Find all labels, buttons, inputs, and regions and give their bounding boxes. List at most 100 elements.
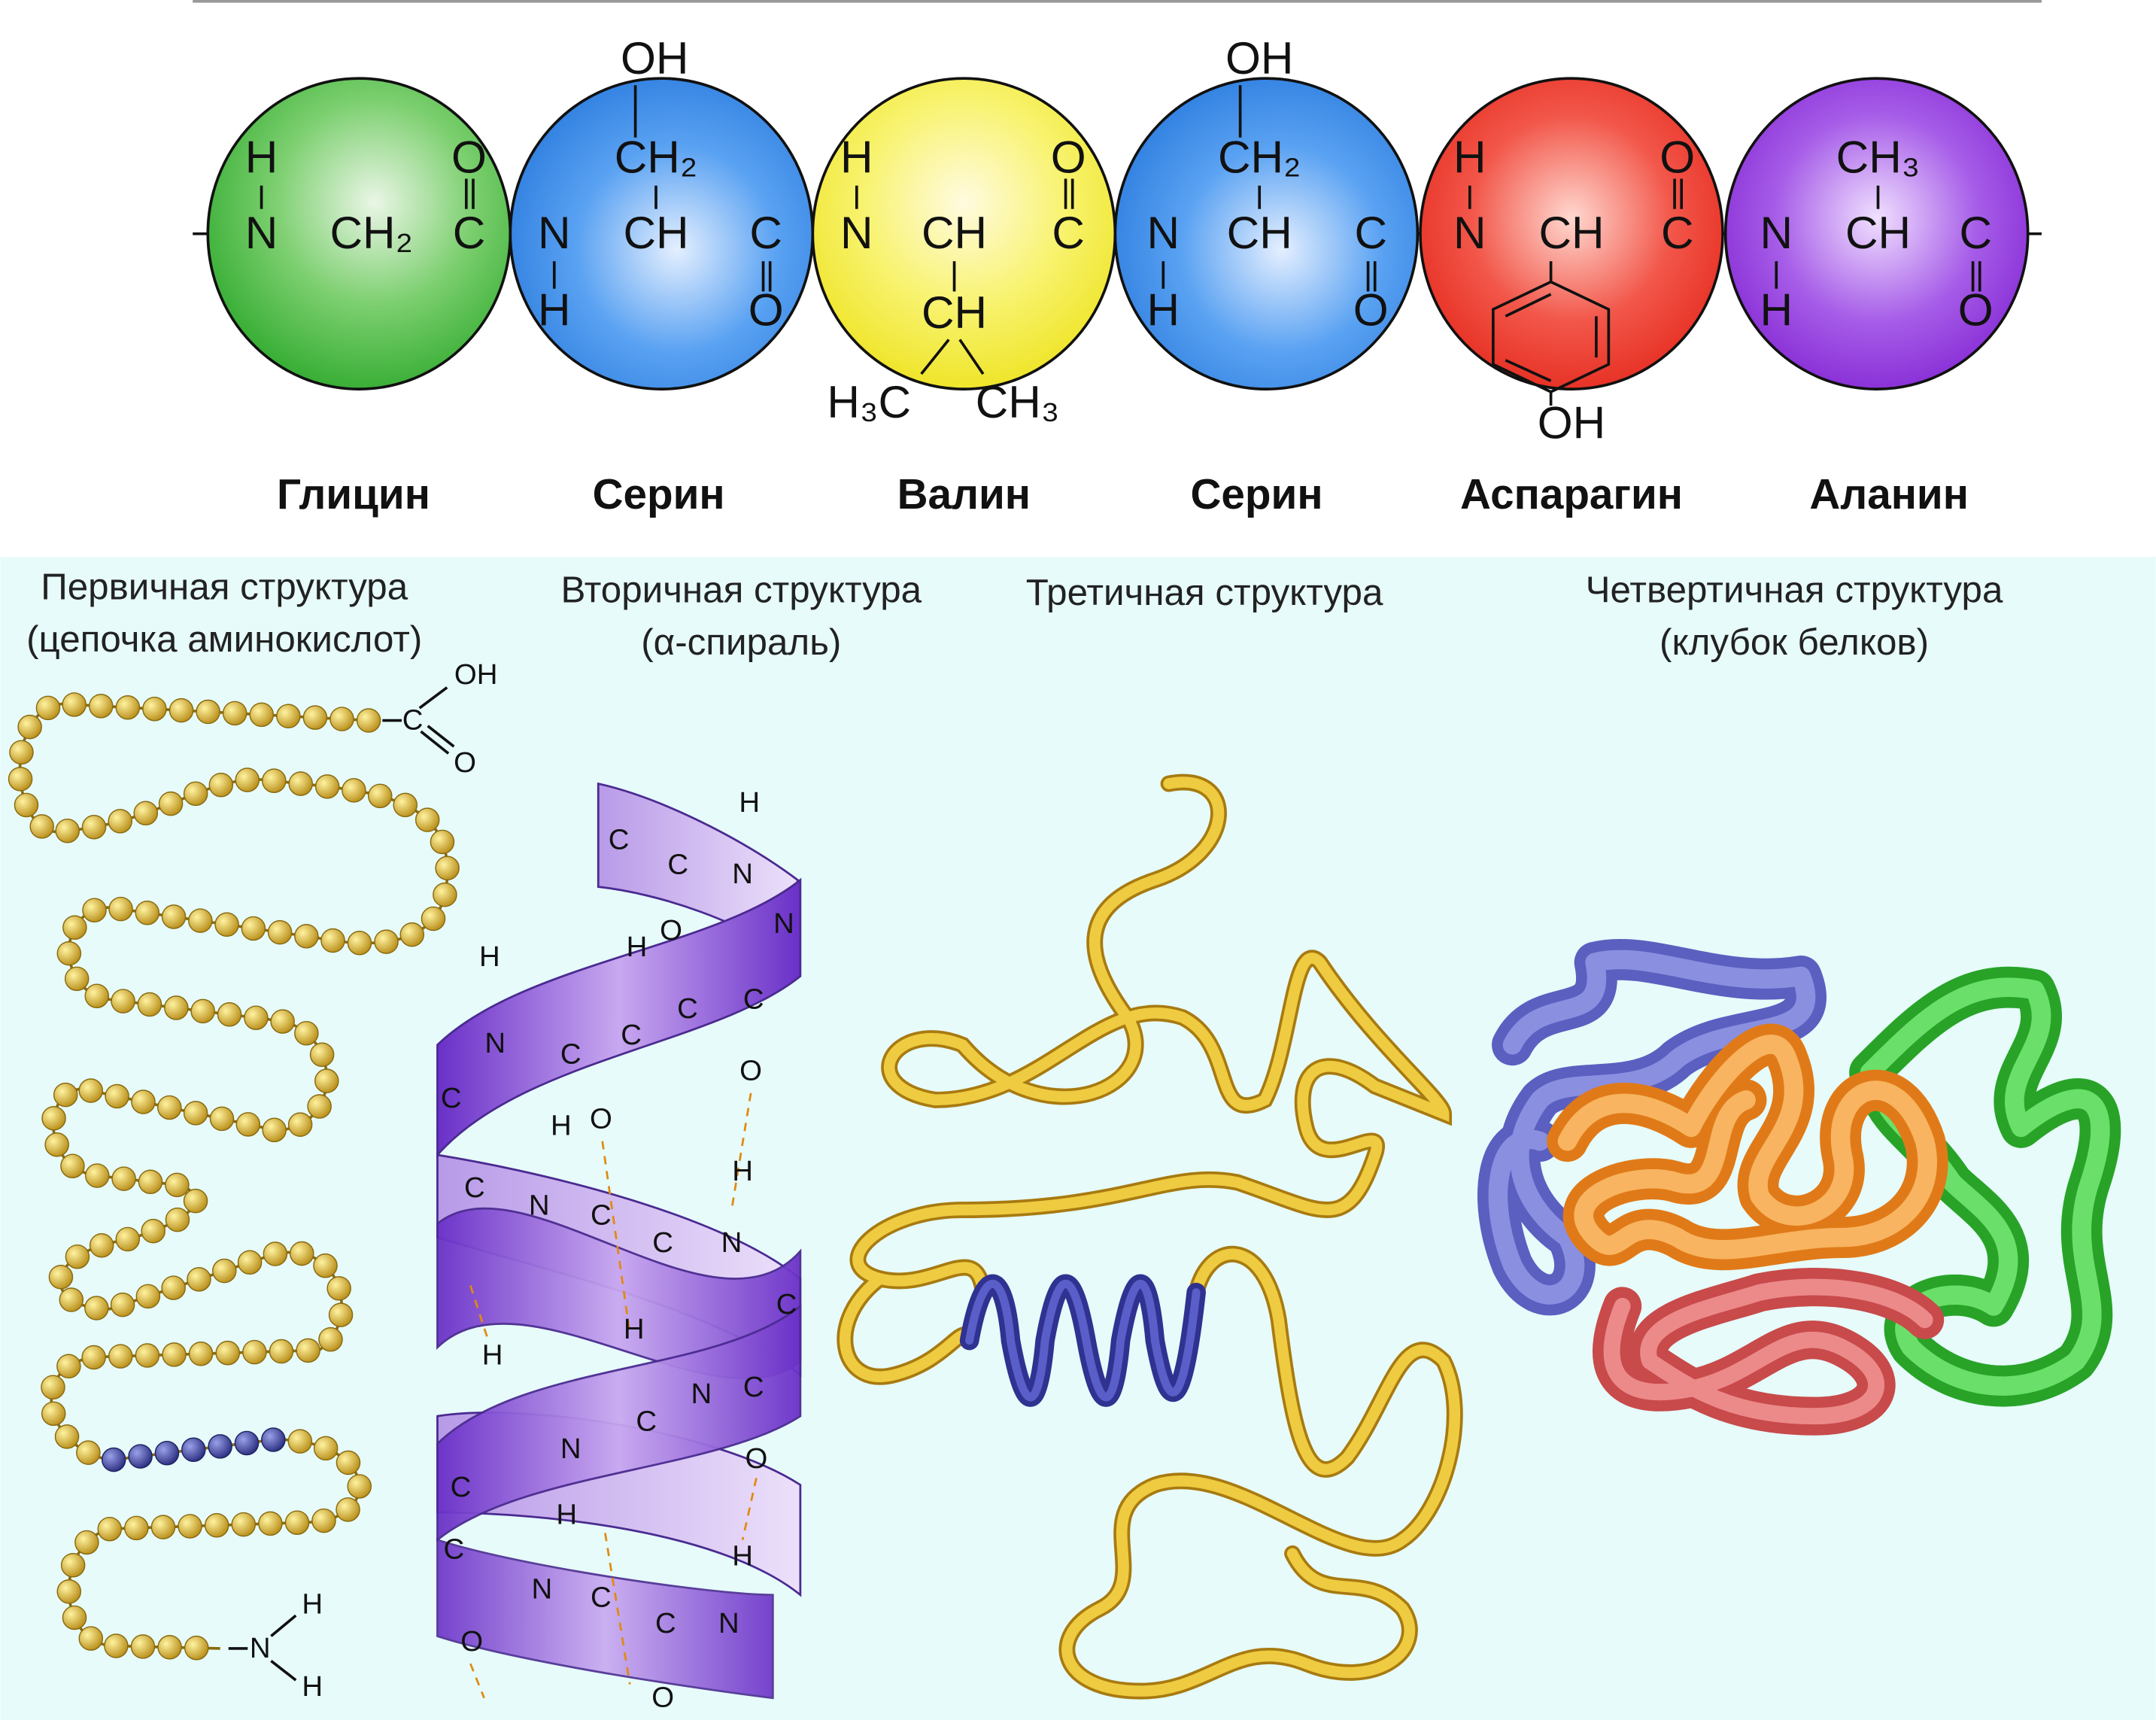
amino-acid-bead: [204, 1513, 229, 1538]
atom: CH₃: [976, 376, 1060, 427]
amino-acid-bead: [115, 695, 141, 720]
atom: C: [1959, 207, 1992, 258]
helix-atom-label: N: [531, 1573, 552, 1605]
amino-acid-bead: [284, 1510, 310, 1535]
amino-acid-bead: [314, 774, 340, 799]
amino-acid-bead: [74, 1530, 99, 1555]
helix-atom-label: C: [743, 1371, 764, 1403]
amino-acid-bead: [374, 929, 399, 954]
helix-atom-label: C: [621, 1019, 642, 1051]
amino-acid-bead: [241, 916, 266, 941]
atom: CH₂: [615, 132, 698, 183]
amino-acid-bead: [290, 1241, 314, 1266]
primary-subtitle: (цепочка аминокислот): [26, 618, 422, 660]
helix-ribbon-front: [436, 1538, 774, 1700]
amino-acid-bead: [158, 791, 184, 816]
amino-acid-bead: [56, 1579, 82, 1604]
amino-acid-bead: [29, 814, 54, 839]
amino-acid-bead: [433, 882, 457, 907]
amino-acid-bead: [78, 1078, 104, 1103]
amino-acid-bead-highlighted: [128, 1444, 153, 1469]
amino-acid-bead: [235, 767, 260, 792]
helix-atom-label: N: [732, 858, 753, 890]
atom: N: [538, 207, 571, 258]
helix-atom-label: O: [660, 914, 682, 947]
amino-acid-bead: [135, 1284, 161, 1309]
amino-acid-bead: [82, 898, 107, 922]
amino-acid-bead-highlighted: [101, 1447, 126, 1472]
amino-acid-bead: [35, 695, 61, 721]
amino-acid-bead: [314, 1068, 339, 1093]
amino-acid-bead: [81, 815, 107, 840]
bead-group: [8, 692, 460, 1661]
amino-acid-bead: [60, 1552, 86, 1578]
amino-acid-bead: [54, 1424, 80, 1449]
amino-acid-bead: [111, 1166, 136, 1191]
atom: H: [1147, 284, 1180, 336]
helix-atom-label: H: [624, 1313, 645, 1345]
amino-acid-bead: [347, 931, 372, 956]
atom: H: [538, 284, 571, 336]
helix-atom-label: O: [739, 1054, 762, 1086]
amino-acid-bead: [215, 1340, 241, 1366]
atom: CH: [1845, 207, 1911, 258]
amino-acid-bead: [214, 912, 239, 937]
amino-acid-bead: [65, 1244, 90, 1269]
atom: H: [1760, 284, 1793, 336]
atom: CH₂: [1218, 132, 1301, 183]
amino-acid-bead: [41, 1401, 66, 1427]
helix-atom-label: H: [482, 1339, 503, 1372]
amino-acid-bead: [108, 1344, 133, 1369]
amino-acid-bead: [84, 983, 110, 1008]
amino-acid-bead: [196, 699, 220, 725]
bond-lines: [260, 85, 1981, 406]
n-term-h: H: [302, 1588, 323, 1620]
helix-atom-label: H: [627, 931, 648, 963]
amino-acid-bead: [287, 1112, 313, 1137]
helix-atom-label: C: [441, 1082, 462, 1114]
amino-acid-bead: [244, 1005, 269, 1030]
helix-atom-label: C: [464, 1171, 485, 1204]
secondary-subtitle: (α-спираль): [641, 621, 841, 663]
amino-acid-bead: [347, 1474, 372, 1499]
amino-acid-bead: [336, 1497, 360, 1522]
helix-atom-label: N: [721, 1226, 742, 1259]
amino-acid-bead-highlighted: [208, 1434, 232, 1459]
n-term-n: N: [250, 1632, 271, 1664]
amino-acid-bead: [302, 705, 328, 730]
amino-acid-bead: [183, 1188, 208, 1214]
amino-acid-bead: [276, 703, 301, 729]
amino-acid-bead-highlighted: [154, 1440, 180, 1466]
tertiary-structure: [845, 783, 1454, 1691]
atom: OH: [1225, 32, 1293, 84]
helix-atom-label: H: [479, 941, 500, 973]
amino-acid-bead: [161, 904, 187, 929]
amino-acid-bead: [178, 1514, 202, 1539]
n-term-h: H: [302, 1670, 323, 1703]
amino-acid-bead: [161, 1275, 186, 1300]
amino-acid-bead: [393, 792, 418, 818]
helix-atom-label: C: [451, 1471, 472, 1503]
residue-name: Валин: [897, 471, 1031, 518]
amino-acid-bead: [110, 1292, 135, 1317]
amino-acid-bead: [313, 1253, 338, 1278]
amino-acid-bead: [89, 1233, 114, 1258]
amino-acid-bead: [217, 1002, 242, 1027]
atom: O: [1353, 284, 1389, 336]
amino-acid-bead: [258, 1511, 283, 1536]
residue-name: Аланин: [1809, 471, 1969, 518]
atom: CH: [922, 207, 987, 258]
amino-acid-bead: [97, 1516, 123, 1542]
amino-acid-bead: [326, 1276, 351, 1301]
primary-title: Первичная структура: [41, 567, 408, 608]
secondary-title: Вторичная структура: [561, 569, 922, 610]
amino-acid-bead: [421, 906, 446, 931]
residue-serine-2: [1113, 77, 1420, 390]
amino-acid-bead: [64, 966, 90, 992]
amino-acid-bead: [311, 1508, 336, 1533]
amino-acid-bead: [169, 697, 194, 723]
quaternary-structure: [1477, 939, 2121, 1436]
amino-acid-bead: [133, 801, 159, 826]
amino-acid-bead: [62, 692, 87, 717]
helix-atom-label: O: [590, 1102, 612, 1135]
